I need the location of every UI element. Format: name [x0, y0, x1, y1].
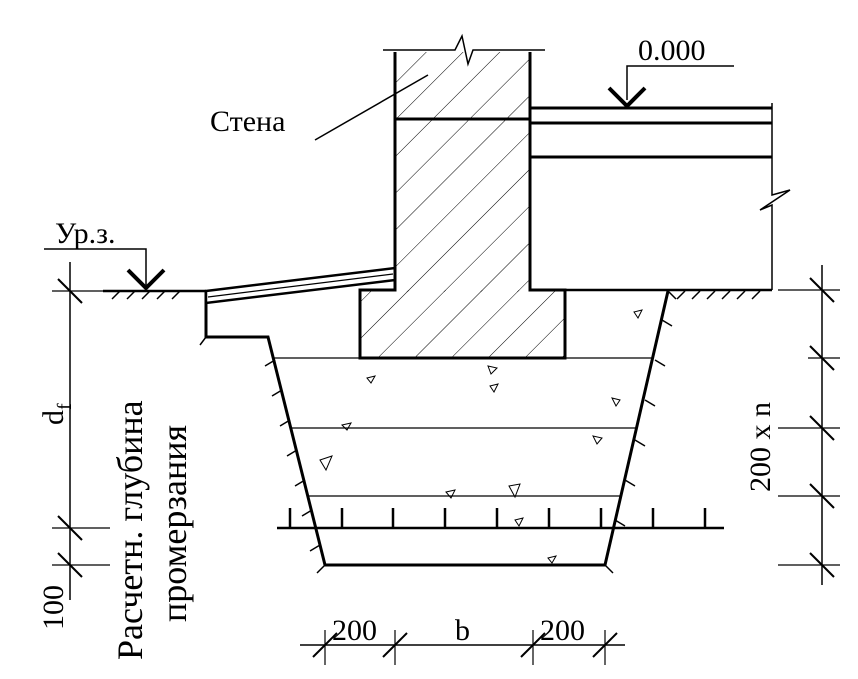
freezing-depth-line — [277, 508, 724, 530]
ground-level-label: Ур.з. — [55, 217, 115, 250]
dimension-bottom: 200 b 200 — [300, 614, 625, 665]
dim-b-label: b — [455, 614, 470, 647]
dim-100-label: 100 — [37, 585, 70, 630]
dimension-left: df 100 — [37, 262, 110, 630]
wall-label: Стена — [210, 105, 285, 138]
wall-foundation-body — [358, 33, 567, 360]
dim-200xn-label: 200 x n — [744, 402, 777, 492]
level-mark-ground: Ур.з. — [44, 217, 166, 291]
ground-surface — [103, 288, 772, 300]
df-label: df — [37, 403, 76, 425]
level-mark-zero: 0.000 — [607, 34, 734, 109]
excavation-pit — [199, 290, 677, 574]
wall-leader-line — [314, 74, 429, 141]
level-zero-label: 0.000 — [638, 34, 706, 67]
freeze-depth-label-2: промерзания — [154, 425, 194, 622]
dim-200-left-label: 200 — [332, 614, 377, 647]
freeze-depth-label-1: Расчетн. глубина — [110, 400, 150, 660]
dim-200-right-label: 200 — [540, 614, 585, 647]
dimension-right: 200 x n — [744, 265, 840, 585]
floor-slab — [530, 103, 791, 290]
